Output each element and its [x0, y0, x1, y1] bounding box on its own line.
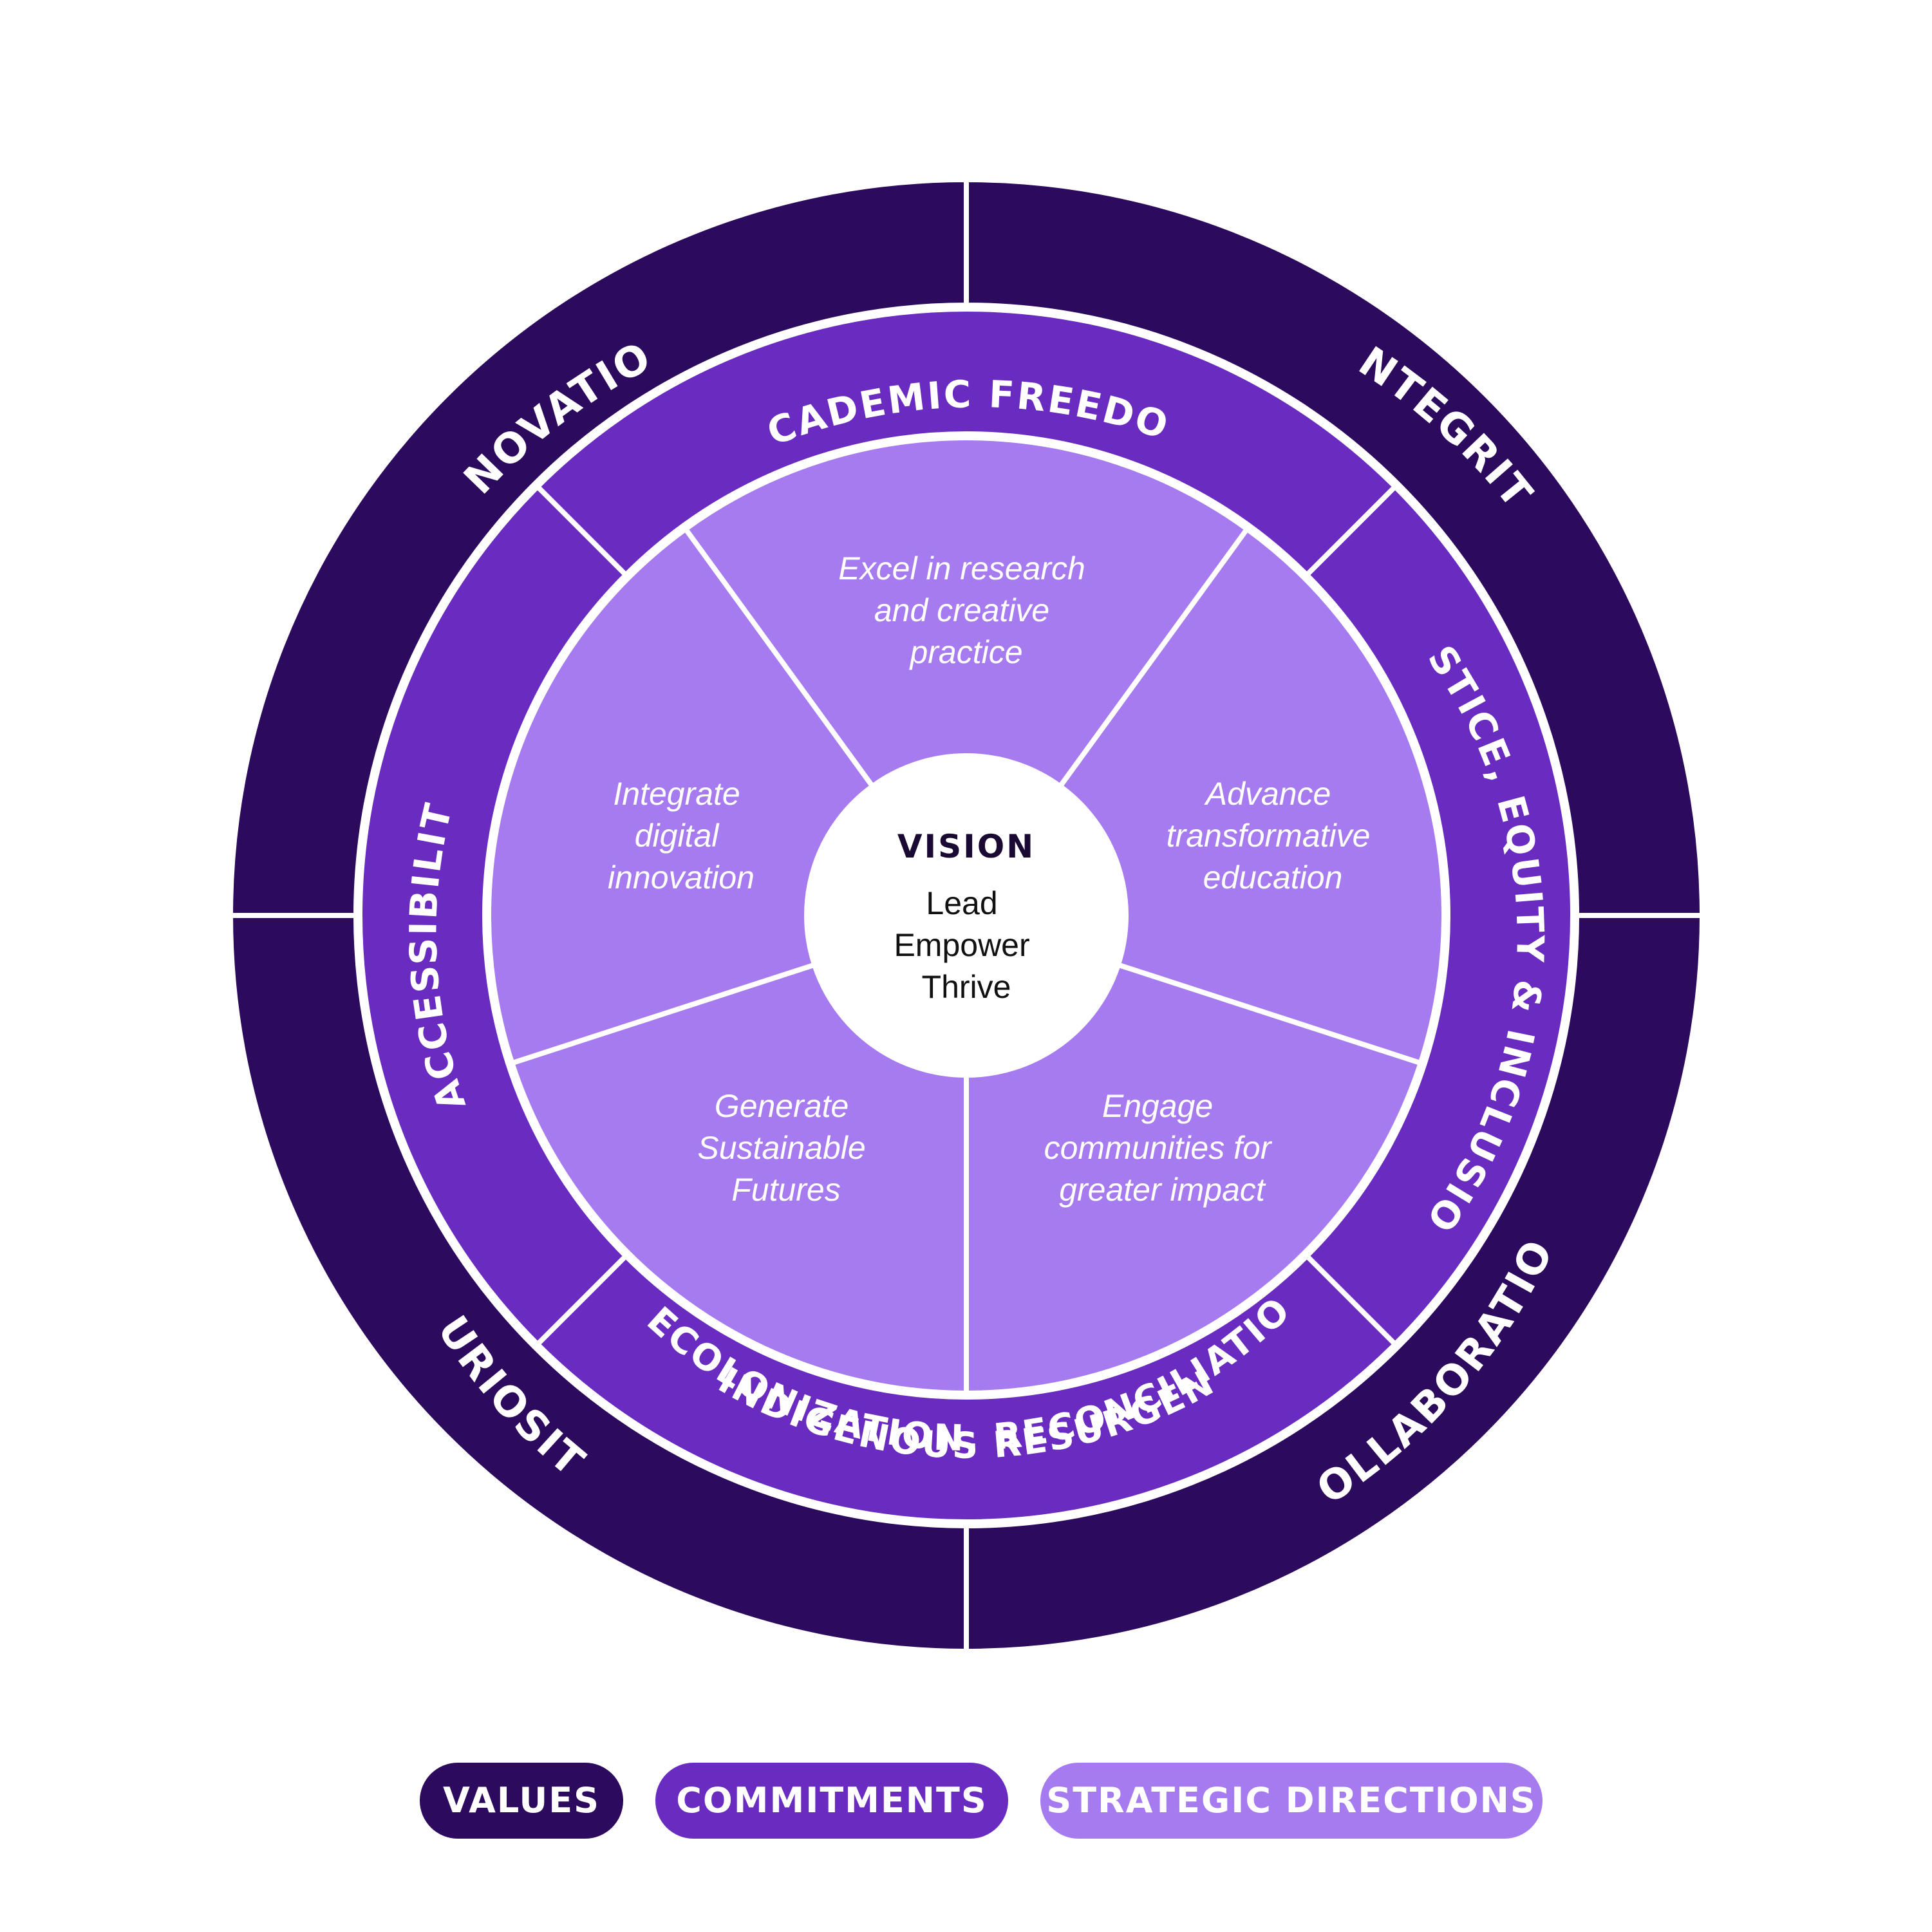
legend: VALUES COMMITMENTS STRATEGIC DIRECTIONS	[420, 1763, 1543, 1839]
legend-label-values: VALUES	[443, 1780, 600, 1821]
direction-excel-research: Excel in research and creative practice	[838, 550, 1094, 670]
values-commitments-divider	[355, 305, 1577, 1526]
direction-sustainable-futures: Generate Sustainable Futures	[697, 1088, 874, 1208]
legend-label-strategic-directions: STRATEGIC DIRECTIONS	[1046, 1780, 1536, 1821]
vision-statement: Lead Empower Thrive	[894, 885, 1038, 1005]
value-label-innovation: INNOVATION	[0, 0, 660, 503]
values-ring	[227, 176, 1705, 1655]
legend-pill-strategic-directions	[1040, 1763, 1543, 1839]
vision-circle	[807, 756, 1126, 1075]
legend-label-commitments: COMMITMENTS	[676, 1780, 987, 1821]
direction-advance-education: Advance transformative education	[1167, 776, 1380, 896]
legend-pill-values	[420, 1763, 623, 1839]
direction-engage-communities: Engage communities for greater impact	[1044, 1088, 1280, 1208]
vision-title: VISION	[897, 828, 1035, 865]
legend-pill-commitments	[655, 1763, 1008, 1839]
strategic-directions-ring	[484, 433, 1449, 1398]
direction-digital-innovation: Integrate digital innovation	[608, 776, 755, 896]
commitments-directions-divider	[484, 433, 1449, 1398]
